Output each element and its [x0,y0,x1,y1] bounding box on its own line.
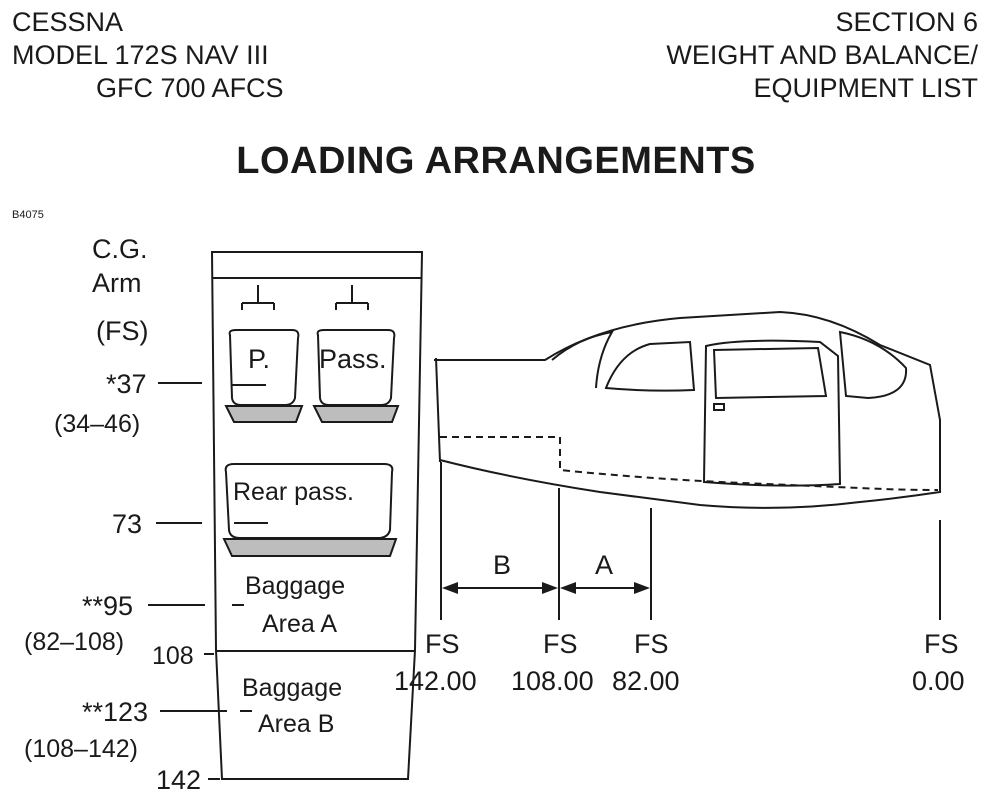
passenger-seat-base [312,405,400,423]
dimension-arrows [442,582,650,594]
station-73-label: 73 [112,509,142,539]
fs-142-label: FS [425,629,460,659]
station-37-range: (34–46) [54,410,140,438]
dimension-b-label: B [493,550,511,580]
header-left-line-3: GFC 700 AFCS [96,73,284,103]
station-95-range: (82–108) [24,628,124,656]
station-123-range: (108–142) [24,735,138,763]
passenger-yoke-icon [335,285,369,310]
fs-82-value: 82.00 [612,666,680,696]
station-142-label: 142 [156,765,201,795]
header-left: CESSNA MODEL 172S NAV III GFC 700 AFCS [12,6,284,105]
fuselage-tail-edge [435,357,441,463]
header-right-line-3: EQUIPMENT LIST [753,73,978,103]
baggage-a-line-2: Area A [262,610,337,638]
passenger-seat [316,329,396,406]
pilot-yoke-icon [241,285,275,310]
fs-82-label: FS [634,629,669,659]
fuselage-side-view [434,310,941,509]
baggage-b-line-1: Baggage [242,674,342,702]
cabin-plan-view [148,251,424,780]
station-95-label: **95 [82,591,133,621]
baggage-b-line-2: Area B [258,710,334,738]
pilot-seat-base [224,405,304,423]
page-title: LOADING ARRANGEMENTS [236,140,756,182]
header-left-line-2: MODEL 172S NAV III [12,40,269,70]
header-right-line-1: SECTION 6 [835,7,978,37]
door-handle-icon [713,403,725,411]
header-right: SECTION 6 WEIGHT AND BALANCE/ EQUIPMENT … [666,6,978,105]
fuselage-outline [434,310,941,509]
fs-108-label: FS [543,629,578,659]
pilot-seat-label: P. [248,344,270,374]
baggage-a-line-1: Baggage [245,572,345,600]
windshield-line [551,330,614,389]
fs-108-value: 108.00 [511,666,594,696]
door-window [712,346,828,400]
fs-station-lines [440,462,941,620]
door-outline [702,339,842,487]
fs-0-label: FS [924,629,959,659]
station-37-label: *37 [106,369,147,399]
fs-0-value: 0.00 [912,666,965,696]
pilot-seat [228,329,300,406]
rear-bench-seat [224,463,394,539]
cg-heading-line-2: Arm [92,268,142,298]
station-108-label: 108 [152,642,194,670]
rear-bench-seat-base [222,538,398,557]
header-right-line-2: WEIGHT AND BALANCE/ [666,40,978,70]
passenger-seat-label: Pass. [319,344,387,374]
rear-side-window [838,330,908,400]
rear-seat-label: Rear pass. [233,478,354,506]
dimension-a-label: A [595,550,613,580]
front-side-window [604,340,696,392]
station-123-label: **123 [82,697,148,727]
header-left-line-1: CESSNA [12,7,124,37]
cabin-floor-dashed [440,436,939,491]
cg-heading-line-3: (FS) [96,316,148,346]
fs-142-value: 142.00 [394,666,477,696]
figure-id: B4075 [12,209,44,221]
cg-heading-line-1: C.G. [92,234,148,264]
